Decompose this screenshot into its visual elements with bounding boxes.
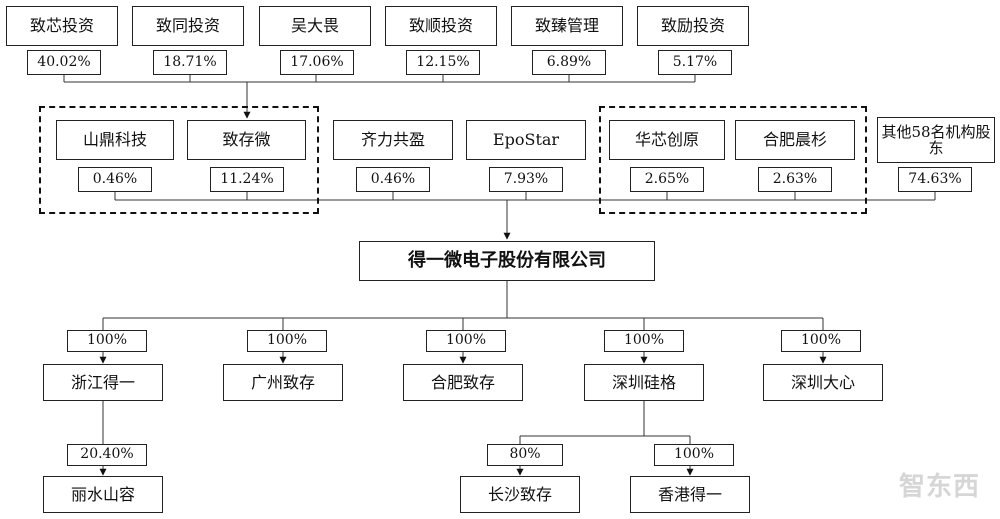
shareholder-pct: 0.46% xyxy=(356,167,430,192)
shareholder-box: 合肥晨杉 xyxy=(735,120,855,160)
group-frame-left xyxy=(39,106,319,214)
subsidiary-box: 浙江得一 xyxy=(43,364,163,401)
main-company-box: 得一微电子股份有限公司 xyxy=(359,241,655,281)
watermark-logo: 智东西 xyxy=(898,472,980,502)
second-level-pct: 80% xyxy=(487,444,563,466)
top-shareholder-box: 致芯投资 xyxy=(6,6,118,46)
subsidiary-pct: 100% xyxy=(426,330,506,352)
shareholder-box: 齐力共盈 xyxy=(333,120,453,160)
shareholder-pct: 0.46% xyxy=(78,167,152,192)
shareholder-pct: 11.24% xyxy=(210,167,284,192)
top-shareholder-box: 致顺投资 xyxy=(385,6,497,46)
top-shareholder-box: 致励投资 xyxy=(637,6,749,46)
subsidiary-box: 广州致存 xyxy=(223,364,343,401)
subsidiary-pct: 100% xyxy=(67,330,147,352)
shareholder-pct: 2.65% xyxy=(630,167,704,192)
shareholder-box: 华芯创原 xyxy=(609,120,725,160)
second-level-pct: 20.40% xyxy=(67,444,147,466)
subsidiary-box: 深圳硅格 xyxy=(584,364,704,401)
top-shareholder-pct: 5.17% xyxy=(658,50,732,75)
second-level-pct: 100% xyxy=(654,444,734,466)
second-level-box: 长沙致存 xyxy=(460,476,580,513)
shareholder-pct: 7.93% xyxy=(489,167,563,192)
top-shareholder-pct: 6.89% xyxy=(532,50,606,75)
group-frame-right xyxy=(599,106,867,214)
top-shareholder-pct: 40.02% xyxy=(27,50,101,75)
subsidiary-pct: 100% xyxy=(781,330,861,352)
subsidiary-box: 合肥致存 xyxy=(403,364,523,401)
shareholder-pct: 74.63% xyxy=(898,167,972,192)
top-shareholder-pct: 17.06% xyxy=(280,50,354,75)
top-shareholder-pct: 12.15% xyxy=(406,50,480,75)
top-shareholder-box: 致同投资 xyxy=(132,6,244,46)
shareholder-box: EpoStar xyxy=(466,120,586,160)
subsidiary-pct: 100% xyxy=(247,330,327,352)
shareholder-box: 致存微 xyxy=(187,120,306,160)
shareholder-box: 山鼎科技 xyxy=(56,120,174,160)
second-level-box: 丽水山容 xyxy=(43,476,163,513)
subsidiary-box: 深圳大心 xyxy=(763,364,883,401)
top-shareholder-pct: 18.71% xyxy=(153,50,227,75)
subsidiary-pct: 100% xyxy=(604,330,684,352)
second-level-box: 香港得一 xyxy=(630,476,750,513)
shareholder-box: 其他58名机构股东 xyxy=(877,117,995,163)
top-shareholder-box: 吴大畏 xyxy=(259,6,371,46)
top-shareholder-box: 致臻管理 xyxy=(511,6,623,46)
shareholder-pct: 2.63% xyxy=(758,167,832,192)
